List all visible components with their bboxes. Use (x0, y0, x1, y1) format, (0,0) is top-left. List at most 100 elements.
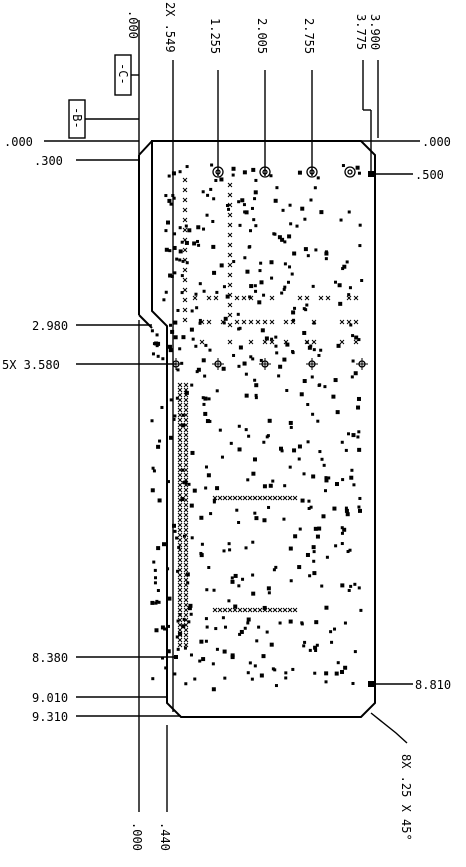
drill-hole-square (327, 476, 331, 480)
drill-hole-square (233, 604, 238, 609)
drill-hole-square (267, 505, 271, 509)
drill-hole-square (291, 310, 296, 315)
drill-hole-square (288, 420, 293, 425)
drill-hole-square (306, 403, 310, 407)
drill-hole-square (310, 375, 314, 379)
datum-c-label: -C- (116, 63, 130, 85)
drill-hole-x (227, 339, 233, 345)
drill-hole-x (177, 557, 183, 563)
drill-hole-square (151, 466, 155, 470)
drill-hole-x (183, 567, 189, 573)
drill-hole-square (202, 227, 206, 231)
drill-hole-square (243, 626, 247, 630)
drill-hole-square (178, 249, 183, 254)
drill-hole-x (297, 295, 303, 301)
drill-hole-x (227, 242, 233, 248)
drill-hole-square (231, 166, 236, 171)
drill-hole-x (177, 532, 183, 538)
drill-hole-square (156, 341, 161, 346)
drill-hole-square (355, 165, 360, 170)
drill-hole-square (334, 482, 339, 487)
drill-hole-square (307, 499, 311, 503)
drill-hole-square (164, 229, 168, 233)
drill-hole-square (166, 567, 170, 571)
drill-hole-square (169, 323, 173, 327)
drill-hole-square (265, 630, 269, 634)
drill-hole-x (242, 495, 248, 501)
drill-hole-square (305, 552, 310, 557)
drill-hole-square (205, 588, 209, 592)
drill-hole-square (240, 198, 245, 203)
drill-hole-x (255, 319, 261, 325)
label-x-3775: 3.775 (354, 14, 368, 50)
drill-hole-x (287, 495, 293, 501)
drill-hole-square (311, 284, 315, 288)
drill-hole-x (282, 607, 288, 613)
drill-hole-square (280, 291, 284, 295)
drill-hole-square (223, 316, 228, 321)
drill-hole-square (238, 345, 243, 350)
drill-hole-x (183, 397, 189, 403)
drill-hole-square (169, 202, 173, 206)
drill-hole-ring (309, 169, 315, 175)
drill-hole-x (262, 339, 268, 345)
drill-hole-x (183, 552, 189, 558)
drill-hole-square (282, 357, 287, 362)
drill-hole-square (168, 348, 173, 353)
drill-hole-square (307, 506, 311, 510)
drill-hole-square (321, 514, 326, 519)
drill-hole-square (190, 536, 194, 540)
drill-hole-x (183, 502, 189, 508)
drill-hole-square (259, 358, 263, 362)
drill-hole-square (167, 174, 171, 178)
drill-hole-square (244, 428, 248, 432)
drill-hole-square (267, 591, 271, 595)
drill-hole-square (178, 170, 182, 174)
drill-hole-square (254, 516, 259, 521)
drill-hole-square (211, 662, 215, 666)
drill-hole-square (359, 608, 363, 612)
drill-hole-square (335, 410, 340, 415)
drill-hole-square (277, 374, 281, 378)
drill-hole-x (183, 542, 189, 548)
drill-hole-x (290, 319, 296, 325)
drill-hole-square (302, 307, 306, 311)
drill-hole-square (340, 526, 344, 530)
drill-hole-x (192, 295, 198, 301)
drill-hole-square (352, 483, 356, 487)
drill-hole-square (150, 600, 155, 605)
drill-hole-ring (262, 169, 268, 175)
drill-hole-square (358, 244, 362, 248)
drill-hole-x (217, 607, 223, 613)
drill-hole-x (182, 267, 188, 273)
drill-hole-square (167, 198, 172, 203)
drill-hole-x (183, 622, 189, 628)
drill-hole-square (187, 228, 192, 233)
drill-hole-square (259, 261, 263, 265)
drill-hole-square (320, 584, 324, 588)
drill-hole-square (155, 333, 159, 337)
drill-hole-square (156, 546, 161, 551)
drill-hole-x (242, 607, 248, 613)
drill-hole-square (254, 289, 258, 293)
drill-hole-x (177, 522, 183, 528)
drill-hole-square (198, 659, 202, 663)
drill-hole-square (334, 544, 338, 548)
drill-hole-x (183, 472, 189, 478)
drill-hole-square (311, 474, 316, 479)
drill-hole-square (316, 176, 320, 180)
drill-hole-square (358, 508, 363, 513)
drill-hole-square (343, 621, 347, 625)
drill-hole-square (269, 642, 274, 647)
drill-hole-square (227, 542, 231, 546)
drill-hole-square (284, 671, 288, 675)
drill-hole-x (252, 495, 258, 501)
drill-hole-x (177, 542, 183, 548)
drill-hole-x (318, 295, 324, 301)
drill-hole-square (300, 622, 304, 626)
drill-hole-square (312, 550, 316, 554)
drill-hole-square (164, 290, 168, 294)
drill-hole-square (169, 398, 173, 402)
drill-hole-square (305, 303, 309, 307)
